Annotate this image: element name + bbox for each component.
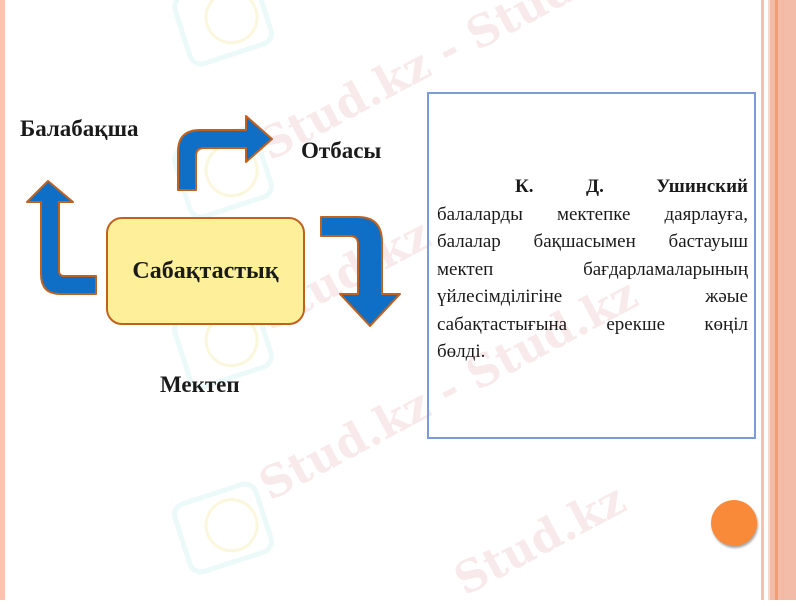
quote-line: балалар бақшасымен бастауыш [437, 228, 748, 256]
quote-line: үйлесімділігіне жәые [437, 283, 748, 311]
quote-author: К. Д. Ушинский [437, 173, 748, 201]
right-stripe [761, 0, 764, 600]
quote-word: балаларды [437, 203, 523, 225]
quote-word: көңіл [704, 313, 748, 335]
bent-up-arrow-icon [26, 180, 97, 295]
quote-word: даярлауға, [664, 203, 748, 225]
quote-line: бөлді. [437, 338, 748, 366]
quote-word: бөлді. [437, 341, 486, 362]
node-balabaksha: Балабақша [20, 116, 139, 141]
quote-word: бақшасымен [533, 231, 636, 252]
watermark-logo-icon [168, 477, 278, 579]
author-initial: Д. [586, 176, 604, 197]
node-mektep: Мектеп [160, 372, 240, 397]
bent-down-arrow-icon [320, 216, 401, 327]
right-stripe [768, 0, 770, 600]
right-stripe [782, 0, 784, 600]
author-initial: К. [515, 176, 534, 197]
quote-word: балалар [437, 231, 501, 252]
quote-word: бағдарламаларының [583, 258, 748, 280]
quote-line: мектеп бағдарламаларының [437, 256, 748, 284]
quote-word: жәые [705, 286, 748, 307]
quote-word: үйлесімділігіне [437, 286, 563, 307]
quote-word: сабақтастығына [437, 313, 568, 335]
author-surname: Ушинский [656, 176, 748, 197]
quote-line: балаларды мектепке даярлауға, [437, 201, 748, 229]
watermark-text: Stud.kz [246, 0, 434, 11]
quote-word: мектеп [437, 258, 494, 280]
quote-box [427, 92, 756, 439]
quote-word: ерекше [606, 313, 666, 335]
right-stripe [764, 0, 768, 600]
left-border-stripe [0, 0, 5, 600]
quote-word: бастауыш [668, 231, 748, 252]
center-node-label: Сабақтастық [132, 257, 279, 284]
watermark-logo-icon [168, 0, 278, 71]
quote-word: мектепке [556, 203, 631, 225]
orange-circle-decoration [711, 500, 757, 546]
node-otbasy: Отбасы [301, 138, 382, 163]
quote-line: сабақтастығына ерекше көңіл [437, 311, 748, 339]
watermark-text: Stud.kz [446, 473, 634, 606]
right-stripe [775, 0, 778, 600]
quote-text: К. Д. Ушинский балаларды мектепке даярла… [437, 173, 748, 366]
bent-right-arrow-icon [177, 115, 273, 191]
center-node-sabaktastyk: Сабақтастық [106, 217, 305, 325]
